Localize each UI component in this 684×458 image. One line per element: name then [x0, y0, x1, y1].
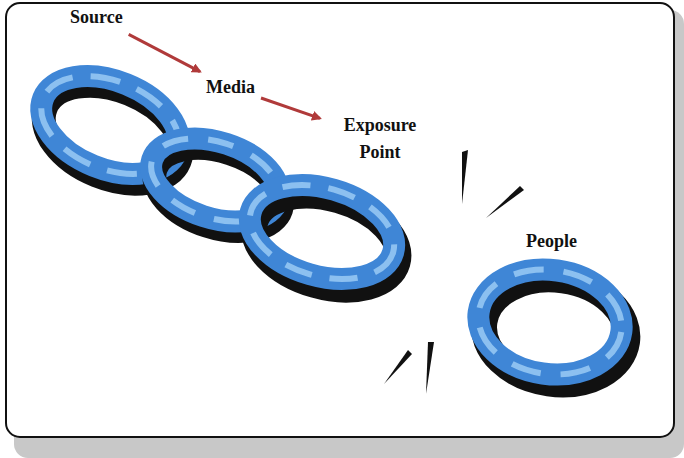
broken-chain-link: [470, 260, 635, 393]
chain-label: Source: [70, 4, 123, 31]
label-text: People: [526, 228, 577, 255]
break-marks: [384, 150, 524, 394]
chain-link: [236, 169, 412, 305]
flow-arrow: [129, 34, 200, 71]
label-text: Media: [206, 74, 255, 101]
label-text: Exposure Point: [326, 112, 434, 166]
chain-label: Exposure Point: [326, 112, 434, 166]
frame: [6, 3, 674, 437]
label-text: Source: [70, 4, 123, 31]
flow-arrow: [261, 98, 320, 118]
chain-label: Media: [206, 74, 255, 101]
chain-link: [24, 57, 199, 202]
chain-label: People: [526, 228, 577, 255]
